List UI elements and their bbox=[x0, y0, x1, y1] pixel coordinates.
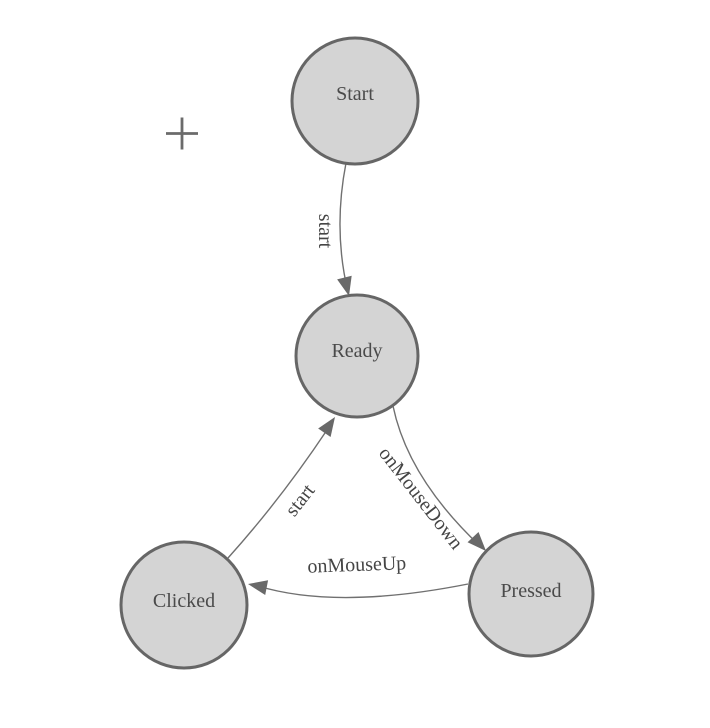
state-node-start-label: Start bbox=[336, 83, 374, 105]
state-node-ready-circle[interactable] bbox=[294, 293, 420, 419]
edge-start-to-ready-line[interactable] bbox=[339, 162, 349, 293]
edge-label-onmousedown: onMouseDown bbox=[374, 443, 467, 554]
edge-label-onmouseup: onMouseUp bbox=[307, 552, 407, 577]
state-node-clicked-circle[interactable] bbox=[119, 540, 249, 670]
state-node-start-circle[interactable] bbox=[290, 36, 420, 166]
state-node-ready[interactable]: Ready bbox=[294, 293, 420, 419]
edge-clicked-to-ready-line[interactable] bbox=[227, 429, 328, 559]
state-node-pressed-circle[interactable] bbox=[467, 530, 595, 658]
state-node-pressed[interactable]: Pressed bbox=[467, 530, 595, 658]
state-node-start[interactable]: Start bbox=[290, 36, 420, 166]
state-node-pressed-label: Pressed bbox=[500, 580, 561, 602]
edge-ready-to-pressed[interactable]: onMouseDown bbox=[374, 405, 492, 556]
edge-pressed-to-clicked[interactable]: onMouseUp bbox=[247, 552, 469, 599]
state-node-ready-label: Ready bbox=[331, 340, 382, 362]
arrowhead-icon[interactable] bbox=[247, 577, 269, 595]
state-node-clicked[interactable]: Clicked bbox=[119, 540, 249, 670]
edge-label-start-top: start bbox=[314, 214, 336, 249]
arrowhead-icon[interactable] bbox=[467, 531, 492, 556]
edge-clicked-to-ready[interactable]: start bbox=[227, 413, 341, 559]
origin-crosshair-icon bbox=[166, 117, 198, 150]
arrowhead-icon[interactable] bbox=[337, 275, 356, 298]
edge-start-to-ready[interactable]: start bbox=[314, 162, 356, 298]
state-node-clicked-label: Clicked bbox=[153, 590, 215, 612]
edge-ready-to-pressed-line[interactable] bbox=[392, 405, 481, 547]
arrowhead-icon[interactable] bbox=[318, 413, 341, 437]
edge-pressed-to-clicked-line[interactable] bbox=[257, 583, 469, 599]
